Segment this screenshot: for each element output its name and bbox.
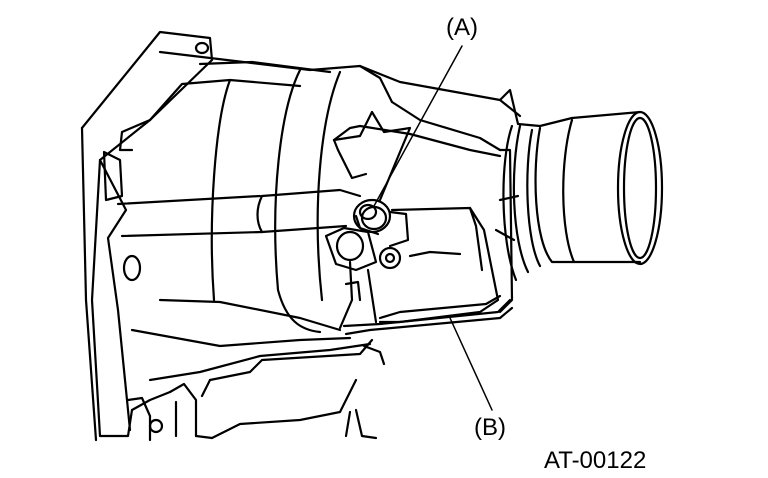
mounting-bracket xyxy=(332,110,412,202)
figure-id-label: AT-00122 xyxy=(544,447,647,474)
lower-member xyxy=(130,338,386,440)
callout-label-a: (A) xyxy=(446,14,478,41)
leader-lines xyxy=(373,45,493,411)
callout-label-b: (B) xyxy=(474,414,506,441)
plug-a xyxy=(352,198,392,236)
leader-line-b xyxy=(449,317,493,411)
extension-housing xyxy=(494,88,664,314)
leader-line-a xyxy=(373,45,463,207)
oil-pan xyxy=(342,206,514,336)
transmission-housing xyxy=(130,50,522,382)
shaft-rod xyxy=(116,188,362,238)
transmission-flange xyxy=(80,30,214,442)
valve-fittings xyxy=(324,210,410,330)
